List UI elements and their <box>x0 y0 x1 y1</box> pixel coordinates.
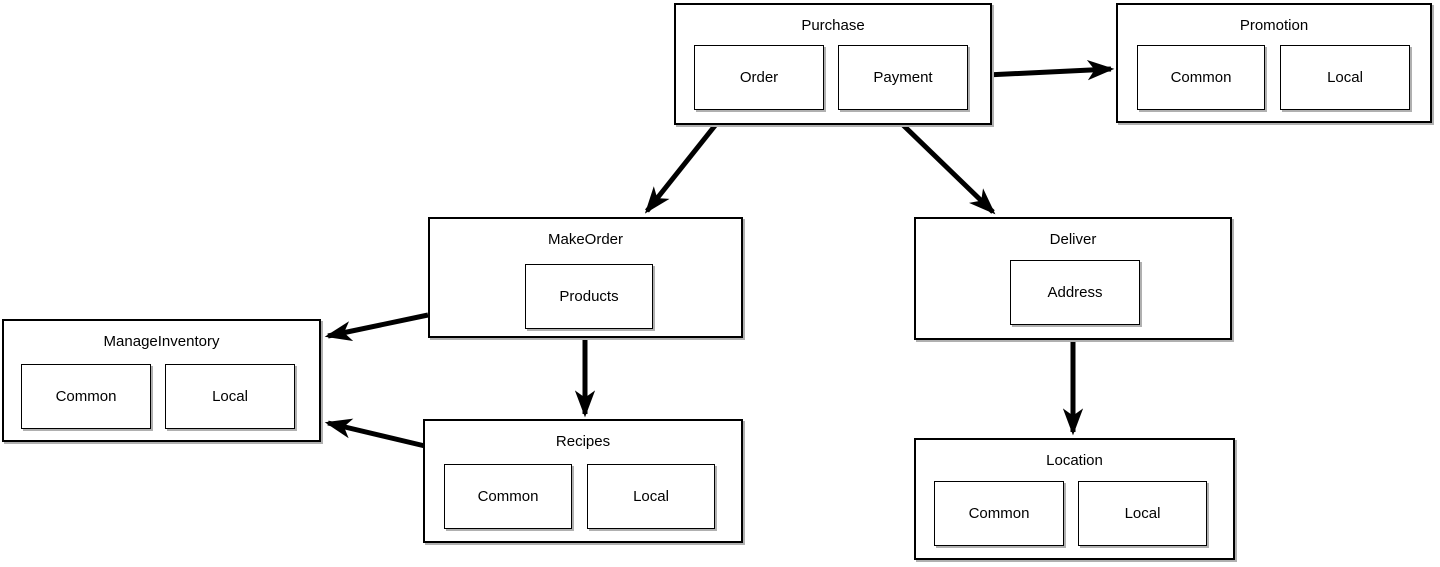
component-recipes-local: Local <box>587 464 715 529</box>
component-location-local: Local <box>1078 481 1207 546</box>
module-manageinventory-title: ManageInventory <box>103 333 220 350</box>
module-promotion-title: Promotion <box>1239 17 1309 34</box>
component-promotion-local: Local <box>1280 45 1410 110</box>
component-recipes-common: Common <box>444 464 572 529</box>
module-recipes: Recipes Common Local <box>423 419 743 543</box>
component-order: Order <box>694 45 824 110</box>
arrow-recipes-to-manageinventory <box>324 418 426 449</box>
module-makeorder: MakeOrder Products <box>428 217 743 338</box>
module-recipes-title: Recipes <box>555 433 611 450</box>
component-location-common: Common <box>934 481 1064 546</box>
module-manageinventory: ManageInventory Common Local <box>2 319 321 442</box>
module-deliver-title: Deliver <box>1049 231 1097 248</box>
component-manageinventory-local: Local <box>165 364 295 429</box>
module-promotion: Promotion Common Local <box>1116 3 1432 123</box>
module-location: Location Common Local <box>914 438 1235 560</box>
component-address: Address <box>1010 260 1140 325</box>
module-deliver: Deliver Address <box>914 217 1232 340</box>
component-products: Products <box>525 264 653 329</box>
module-makeorder-title: MakeOrder <box>547 231 624 248</box>
component-manageinventory-common: Common <box>21 364 151 429</box>
component-promotion-common: Common <box>1137 45 1265 110</box>
module-purchase-title: Purchase <box>801 17 865 34</box>
module-location-title: Location <box>1046 452 1103 469</box>
component-payment: Payment <box>838 45 968 110</box>
arrow-purchase-to-deliver <box>900 122 996 215</box>
module-purchase: Purchase Order Payment <box>674 3 992 125</box>
arrow-makeorder-to-manageinventory <box>324 312 429 342</box>
